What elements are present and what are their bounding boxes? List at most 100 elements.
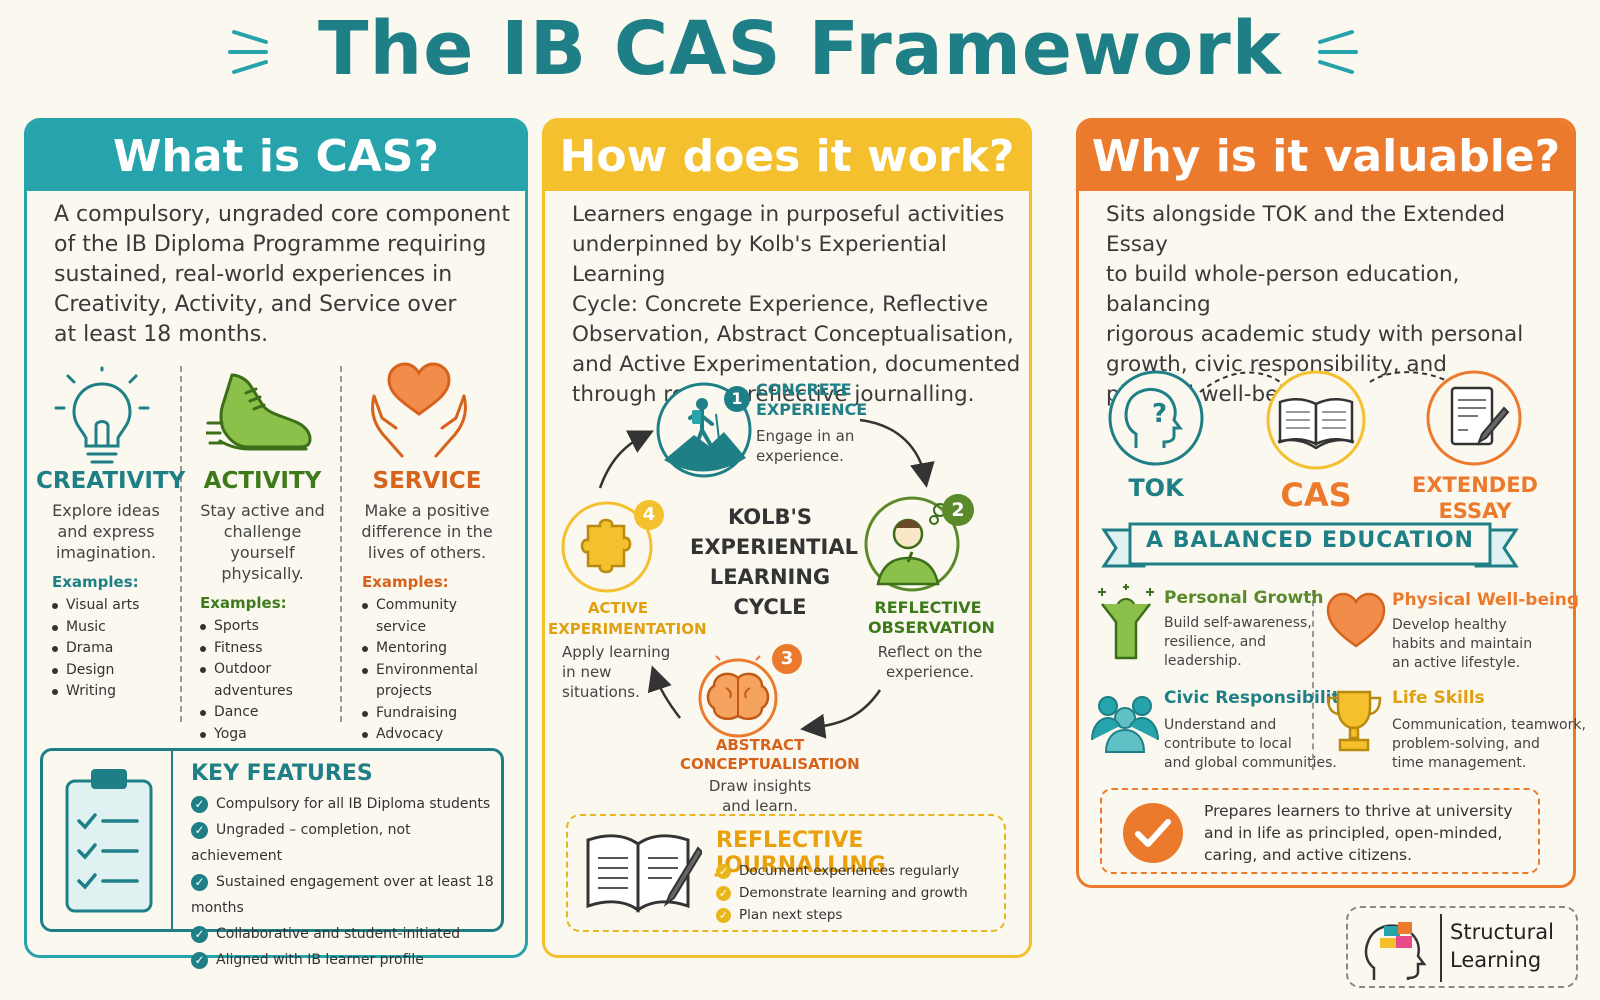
sparkle-left-icon bbox=[228, 30, 268, 74]
benefits-divider bbox=[1312, 590, 1314, 770]
thinking-person-icon bbox=[864, 496, 960, 592]
examples-list: Sports Fitness Outdoor adventures Dance … bbox=[190, 616, 335, 745]
personal-growth-icon bbox=[1098, 584, 1154, 660]
list-item: Drama bbox=[52, 638, 176, 660]
how-intro-text: Learners engage in purposeful activities… bbox=[572, 202, 1021, 407]
benefit-title: Physical Well-being bbox=[1392, 590, 1580, 610]
stage-title: REFLECTIVE OBSERVATION bbox=[868, 598, 995, 637]
banner-text: A BALANCED EDUCATION bbox=[1146, 528, 1474, 553]
stage-desc: Draw insights and learn. bbox=[708, 777, 812, 815]
logo-text: Structural Learning bbox=[1450, 920, 1554, 972]
check-icon: ✓ bbox=[191, 821, 208, 839]
cycle-arrows bbox=[598, 418, 935, 739]
list-item: ✓Plan next steps bbox=[716, 904, 968, 926]
check-icon: ✓ bbox=[716, 907, 731, 923]
pillar-title: CREATIVITY bbox=[36, 468, 186, 494]
cas-intro-text: A compulsory, ungraded core component of… bbox=[54, 202, 510, 347]
key-features-box: KEY FEATURES ✓Compulsory for all IB Dipl… bbox=[40, 748, 504, 969]
list-item: Writing bbox=[52, 681, 176, 703]
divider bbox=[171, 751, 173, 929]
brain-icon bbox=[698, 655, 778, 738]
journalling-list: ✓Document experiences regularly ✓Demonst… bbox=[716, 860, 968, 926]
list-item: Fundraising bbox=[362, 703, 502, 725]
journalling-title: REFLECTIVE JOURNALLING bbox=[716, 828, 886, 878]
pillar-desc: Explore ideas and express imagination. bbox=[52, 501, 160, 562]
check-icon: ✓ bbox=[716, 863, 731, 879]
reflective-journalling-box: REFLECTIVE JOURNALLING ✓Document experie… bbox=[566, 814, 1006, 932]
heart-hands-icon bbox=[371, 362, 467, 458]
puzzle-piece-icon bbox=[561, 501, 653, 593]
extended-essay-label: EXTENDED ESSAY bbox=[1412, 473, 1538, 523]
benefit-desc: Develop healthy habits and maintain an a… bbox=[1392, 617, 1533, 671]
pillar-divider bbox=[340, 366, 342, 722]
prepares-text: Prepares learners to thrive at universit… bbox=[1204, 802, 1513, 864]
panel-why-is-it-valuable: Why is it valuable? bbox=[1076, 118, 1576, 888]
list-item: ✓Sustained engagement over at least 18 m… bbox=[191, 873, 494, 916]
panel-header: How does it work? bbox=[545, 121, 1029, 191]
panel-header: What is CAS? bbox=[27, 121, 525, 191]
sparkle-right-icon bbox=[1318, 30, 1358, 74]
book-icon bbox=[1266, 370, 1366, 470]
tok-label: TOK bbox=[1128, 474, 1184, 502]
key-features-list: ✓Compulsory for all IB Diploma students … bbox=[191, 791, 501, 973]
stage-number-badge: 2 bbox=[942, 494, 974, 526]
list-item: Outdoor adventures bbox=[200, 659, 335, 702]
list-item: ✓Aligned with IB learner profile bbox=[191, 947, 501, 973]
benefit-title: Civic Responsibility bbox=[1164, 688, 1351, 708]
open-book-pen-icon bbox=[586, 834, 702, 913]
list-item: Advocacy bbox=[362, 724, 502, 746]
examples-label: Examples: bbox=[362, 573, 449, 591]
pillar-desc: Make a positive difference in the lives … bbox=[361, 501, 493, 562]
examples-label: Examples: bbox=[52, 573, 139, 591]
pillar-title: ACTIVITY bbox=[203, 468, 322, 494]
stage-title: ACTIVE EXPERIMENTATION bbox=[548, 599, 707, 638]
pillar-desc: Stay active and challenge yourself physi… bbox=[200, 501, 325, 583]
people-group-icon bbox=[1091, 696, 1159, 753]
pillar-divider bbox=[180, 366, 182, 722]
check-icon: ✓ bbox=[191, 951, 208, 969]
cas-label: CAS bbox=[1280, 476, 1352, 514]
head-question-icon: ? bbox=[1108, 370, 1204, 466]
list-item: Sports bbox=[200, 616, 335, 638]
list-item: ✓Demonstrate learning and growth bbox=[716, 882, 968, 904]
list-item: Visual arts bbox=[52, 595, 176, 617]
pillar-service: SERVICE Make a positive difference in th… bbox=[352, 468, 502, 746]
benefit-title: Life Skills bbox=[1392, 688, 1485, 708]
heart-icon bbox=[1326, 592, 1386, 648]
check-icon: ✓ bbox=[191, 873, 208, 891]
prepares-box: Prepares learners to thrive at universit… bbox=[1100, 788, 1540, 874]
check-icon: ✓ bbox=[191, 795, 208, 813]
list-item: Community service bbox=[362, 595, 502, 638]
check-icon: ✓ bbox=[191, 925, 208, 943]
clipboard-icon bbox=[65, 769, 153, 913]
benefit-desc: Communication, teamwork, problem-solving… bbox=[1392, 717, 1586, 771]
pillar-creativity: CREATIVITY Explore ideas and express ima… bbox=[36, 468, 186, 703]
structural-learning-logo: Structural Learning bbox=[1346, 906, 1578, 988]
svg-text:?: ? bbox=[1152, 399, 1167, 429]
list-item: Dance bbox=[200, 702, 335, 724]
list-item: ✓Ungraded – completion, not achievement bbox=[191, 821, 411, 864]
essay-document-icon bbox=[1426, 370, 1522, 466]
list-item: Yoga bbox=[200, 724, 335, 746]
benefit-title: Personal Growth bbox=[1164, 588, 1324, 608]
divider bbox=[1440, 914, 1442, 982]
examples-list: Community service Mentoring Environmenta… bbox=[352, 595, 502, 746]
panel-header: Why is it valuable? bbox=[1079, 121, 1573, 191]
lightbulb-icon bbox=[54, 366, 150, 464]
pillar-title: SERVICE bbox=[372, 468, 482, 494]
stage-number-badge: 3 bbox=[772, 644, 802, 674]
stage-title: ABSTRACT CONCEPTUALISATION bbox=[680, 736, 860, 773]
list-item: Environmental projects bbox=[362, 660, 502, 703]
stage-number-badge: 4 bbox=[634, 500, 664, 530]
pillar-activity: ACTIVITY Stay active and challenge yours… bbox=[190, 468, 335, 745]
stage-desc: Apply learning in new situations. bbox=[562, 643, 671, 701]
examples-label: Examples: bbox=[200, 594, 287, 612]
cycle-center-label: KOLB'S EXPERIENTIAL LEARNING CYCLE bbox=[690, 505, 858, 619]
check-icon: ✓ bbox=[716, 885, 731, 901]
key-features-title: KEY FEATURES bbox=[191, 761, 373, 786]
list-item: Fitness bbox=[200, 638, 335, 660]
page-title: The IB CAS Framework bbox=[318, 6, 1282, 92]
stage-desc: Engage in an experience. bbox=[756, 427, 855, 465]
list-item: Music bbox=[52, 617, 176, 639]
banner-ribbon bbox=[1101, 522, 1519, 568]
